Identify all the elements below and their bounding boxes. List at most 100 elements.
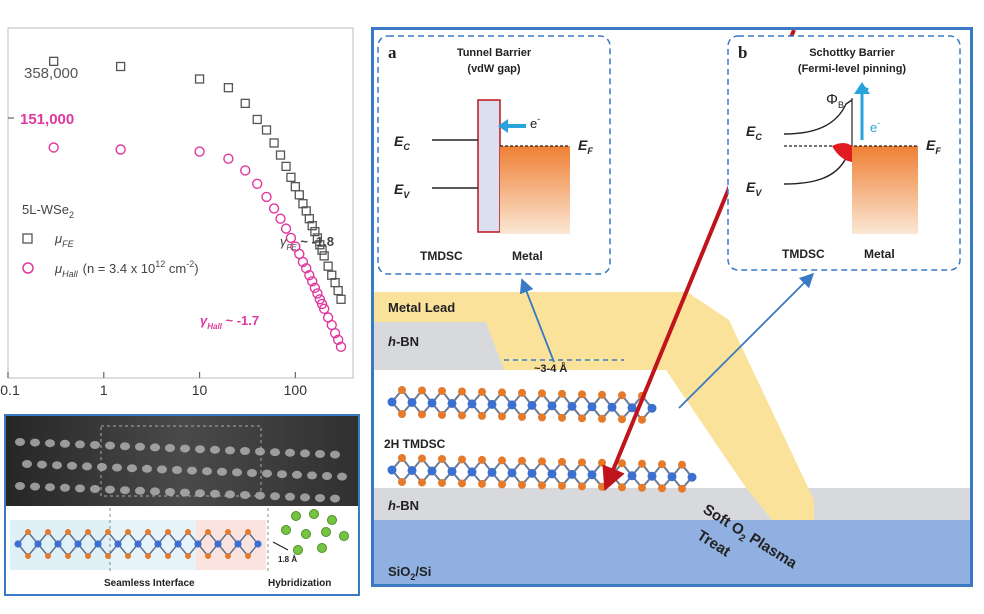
x-tick-marks — [7, 372, 296, 378]
inset-a-title-1: Tunnel Barrier — [457, 47, 532, 59]
tmd-metal — [407, 397, 417, 407]
metal-lead-layer — [374, 292, 814, 520]
tmd-metal — [647, 403, 657, 413]
atom-column — [217, 467, 227, 476]
atom-column — [195, 445, 205, 454]
atom-column — [150, 487, 160, 496]
tmd-chalcogen — [438, 478, 446, 487]
stem-panel: 1.8 Å Seamless Interface Hybridization — [4, 414, 360, 596]
atom-column — [30, 438, 40, 447]
mobility-chart: 358,000 151,000 5L-WSe2 μFE μHall(n = 3.… — [0, 0, 362, 398]
chalcogen-atom — [85, 529, 91, 535]
chalcogen-atom — [145, 553, 151, 559]
tmdsc-label-b: TMDSC — [782, 247, 825, 261]
fe-point — [269, 138, 279, 148]
tmd-metal — [547, 401, 557, 411]
tmd-chalcogen — [438, 454, 446, 463]
inset-b-letter: b — [738, 43, 747, 62]
chalcogen-atom — [105, 553, 111, 559]
gamma-fe-annotation: γFE ~ -1.8 — [280, 234, 334, 252]
fe-point — [319, 251, 329, 261]
metal-atom — [94, 540, 102, 548]
hall-point — [268, 203, 280, 214]
hall-point — [332, 334, 344, 345]
fe-point — [115, 61, 126, 72]
chalcogen-atom — [125, 553, 131, 559]
fe-point — [294, 190, 304, 200]
hall-point — [312, 288, 323, 299]
x-tick-label: 1 — [100, 382, 108, 396]
metal-atom — [74, 540, 82, 548]
atom-column — [330, 450, 340, 459]
stem-lattice-model — [14, 529, 262, 559]
tmd-metal — [667, 472, 677, 482]
atom-column — [337, 472, 347, 481]
hall-point — [194, 146, 205, 157]
tmd-chalcogen — [518, 456, 526, 465]
metal-atom — [54, 540, 62, 548]
atom-column — [135, 442, 145, 451]
metal-atom — [154, 540, 162, 548]
hall-point — [309, 282, 321, 294]
hall-point — [115, 144, 126, 155]
tmd-chalcogen — [498, 412, 506, 421]
tmd-metal — [687, 472, 697, 482]
tmd-chalcogen — [458, 411, 466, 420]
chalcogen-atom — [65, 553, 71, 559]
atom-column — [180, 444, 190, 453]
tmd-chalcogen — [538, 389, 546, 398]
tmd-chalcogen — [618, 459, 626, 468]
fe-point — [307, 221, 317, 231]
x-tick-label: 100 — [284, 382, 308, 396]
tmd-chalcogen — [598, 390, 606, 399]
hybrid-atoms — [281, 509, 349, 555]
tmd-chalcogen — [398, 478, 406, 486]
inset-b-title-1: Schottky Barrier — [809, 47, 895, 59]
connector-arrow-a — [519, 278, 555, 363]
device-schematic-panel: Metal Lead h-BN ~3-4 Å 2H TMDSC h-BN SiO… — [371, 27, 973, 587]
tmd-chalcogen — [618, 391, 626, 400]
ef-label-b: EF — [926, 137, 941, 156]
fe-point — [281, 161, 291, 172]
tmd-chalcogen — [418, 478, 426, 487]
fe-point — [261, 125, 272, 135]
tmd-chalcogen — [398, 386, 406, 394]
atom-column — [105, 441, 115, 450]
inset-a-title-2: (vdW gap) — [467, 63, 520, 75]
metal-atom — [114, 540, 122, 548]
tmd-chalcogen — [458, 455, 466, 464]
atom-column — [120, 442, 130, 451]
fe-point — [275, 150, 286, 160]
ef-label-a: EF — [578, 137, 593, 156]
atom-column — [127, 464, 137, 473]
tmd-chalcogen — [498, 456, 506, 465]
hybridization-label: Hybridization — [268, 578, 331, 589]
tmd-metal — [607, 402, 617, 412]
metal-block-b — [852, 146, 918, 234]
metal-block-a — [500, 146, 570, 234]
chalcogen-atom — [185, 529, 191, 535]
tmd-metal — [627, 471, 637, 481]
hall-point — [304, 270, 315, 281]
atom-column — [30, 482, 40, 491]
tmd-chalcogen — [558, 413, 566, 422]
atom-column — [210, 489, 220, 498]
atom-column — [225, 490, 235, 499]
tmd-metal — [587, 402, 597, 412]
tmd-chalcogen — [658, 484, 666, 493]
tmd-chalcogen — [678, 484, 686, 493]
tmd-chalcogen — [438, 386, 446, 395]
hall-points — [48, 142, 347, 353]
hybrid-atom — [327, 515, 337, 525]
metal-lead-label: Metal Lead — [388, 300, 455, 315]
atom-column — [135, 486, 145, 495]
atom-column — [315, 494, 325, 502]
tmd-metal — [447, 398, 457, 408]
tmd-metal — [527, 400, 537, 410]
fe-point — [317, 245, 327, 255]
fe-point — [252, 114, 262, 125]
hybrid-atom — [309, 509, 319, 519]
electron-label-a: e- — [530, 114, 540, 131]
tmd-chalcogen — [538, 413, 546, 422]
